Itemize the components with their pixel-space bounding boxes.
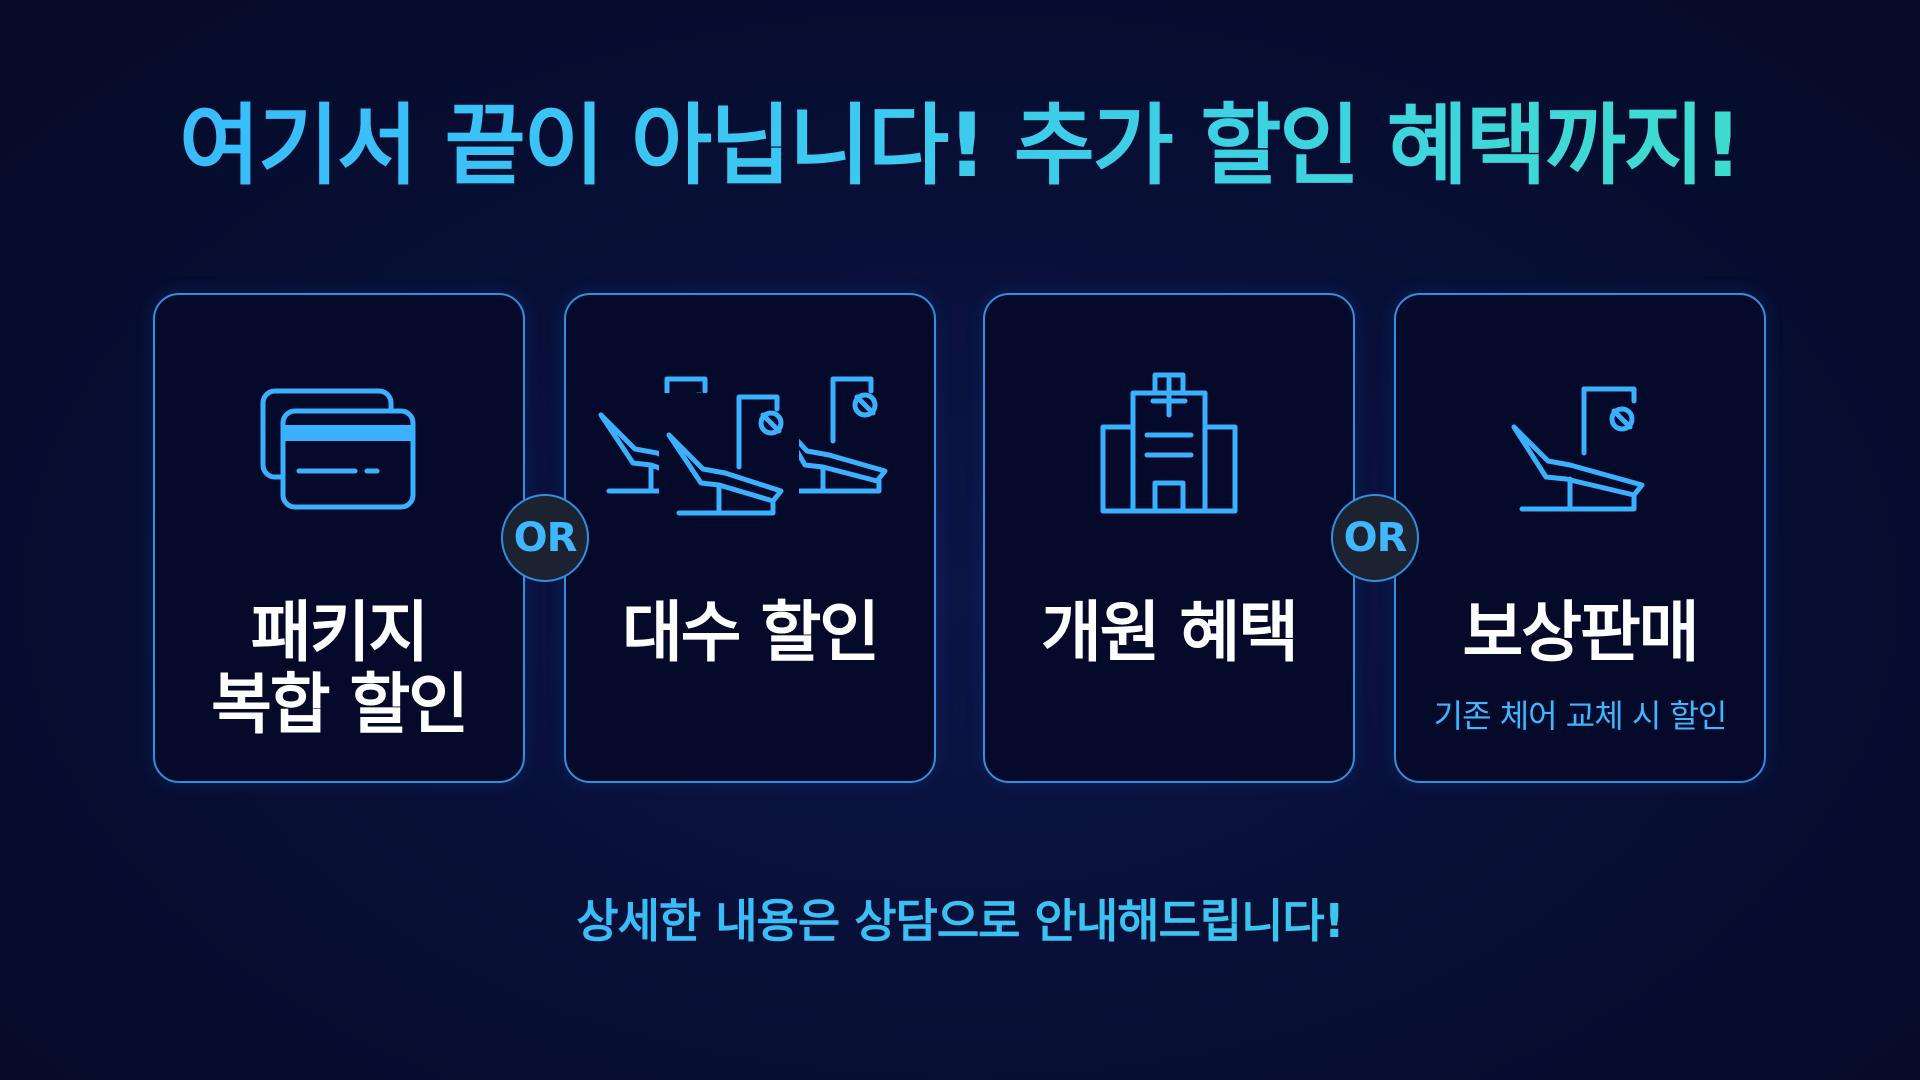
card-title: 개원 혜택 bbox=[1041, 594, 1299, 671]
dental-chair-icon bbox=[1396, 381, 1764, 515]
or-badge: OR bbox=[501, 494, 589, 582]
card-trade-in: 보상판매 기존 체어 교체 시 할인 bbox=[1394, 293, 1766, 783]
card-package-discount: 패키지 복합 할인 bbox=[153, 293, 525, 783]
card-subtitle: 기존 체어 교체 시 할인 bbox=[1433, 697, 1728, 735]
credit-cards-icon bbox=[155, 387, 523, 511]
footer-note: 상세한 내용은 상담으로 안내해드립니다! bbox=[0, 885, 1920, 951]
card-opening-benefit: 개원 혜택 bbox=[983, 293, 1355, 783]
card-title-line-2: 복합 할인 bbox=[211, 666, 469, 743]
card-volume-discount: 대수 할인 bbox=[564, 293, 936, 783]
or-badge: OR bbox=[1331, 494, 1419, 582]
hospital-icon bbox=[985, 371, 1353, 515]
dental-chairs-icon bbox=[566, 367, 934, 527]
card-title: 보상판매 bbox=[1462, 594, 1700, 671]
card-title-line-1: 패키지 bbox=[250, 594, 429, 671]
card-title: 대수 할인 bbox=[622, 594, 880, 671]
headline: 여기서 끝이 아닙니다! 추가 할인 혜택까지! bbox=[0, 95, 1920, 196]
